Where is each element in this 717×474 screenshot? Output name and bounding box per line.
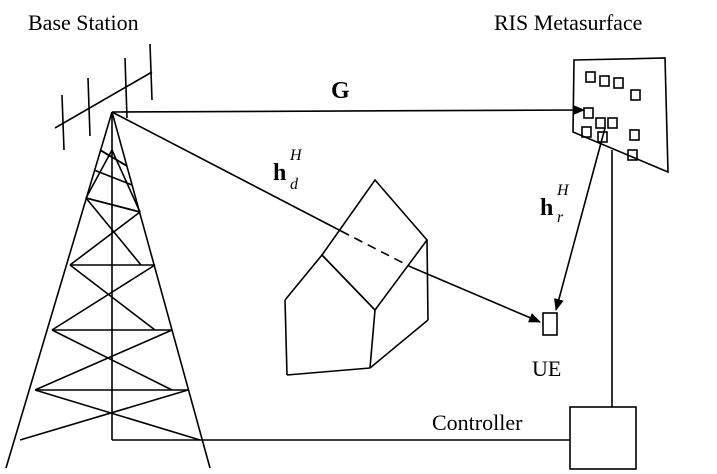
- channel-hr-arrow: [554, 127, 606, 311]
- channel-hd-label: h: [273, 160, 286, 186]
- ris-metasurface-label: RIS Metasurface: [494, 10, 642, 35]
- ue-label: UE: [532, 356, 561, 381]
- channel-hd-superscript: H: [289, 147, 303, 164]
- channel-hr-label: h: [540, 195, 553, 221]
- channel-hd-arrow: [410, 266, 541, 323]
- channel-hr-subscript: r: [557, 209, 564, 226]
- channel-hd-segment-1: [111, 111, 342, 232]
- channel-hr-superscript: H: [556, 182, 570, 199]
- ue-device: [542, 312, 558, 336]
- controller-box: [569, 406, 637, 470]
- base-station-label: Base Station: [28, 10, 139, 35]
- channel-hd-dashed-segment: [340, 230, 412, 268]
- base-station-tower: [5, 43, 211, 469]
- ris-panel: [572, 57, 669, 174]
- channel-g-label: G: [331, 78, 350, 104]
- channel-hd-subscript: d: [290, 176, 299, 193]
- controller-label: Controller: [432, 410, 523, 435]
- channel-g-arrow: [111, 105, 585, 116]
- house-obstacle: [284, 178, 429, 376]
